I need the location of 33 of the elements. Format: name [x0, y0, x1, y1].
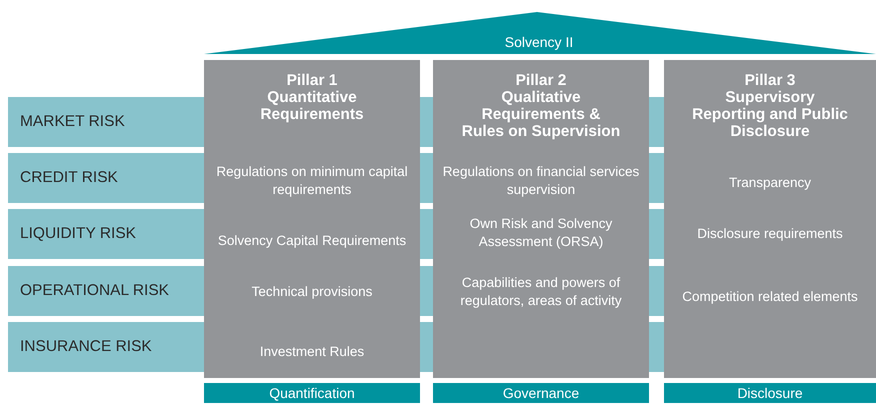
pillar-heading: Pillar 2	[514, 72, 568, 89]
pillar-item: Regulations on minimum capital requirements	[215, 163, 409, 199]
pillar-column	[664, 60, 876, 378]
pillar-item: Own Risk and Solvency Assessment (ORSA)	[468, 215, 614, 251]
pillar-heading: Quantitative Requirements	[259, 89, 365, 123]
pillar-item: Investment Rules	[258, 343, 366, 361]
pillar-column	[433, 60, 649, 378]
pillar-base: Governance	[433, 383, 649, 403]
risk-label: CREDIT RISK	[20, 169, 118, 187]
pillar-heading: Pillar 1	[286, 72, 338, 89]
risk-band	[8, 322, 204, 372]
pillar-heading: Qualitative Requirements & Rules on Supervision	[460, 89, 622, 140]
risk-label: MARKET RISK	[20, 113, 125, 131]
pillar-item: Solvency Capital Requirements	[216, 232, 408, 250]
risk-label: LIQUIDITY RISK	[20, 225, 136, 243]
risk-band	[8, 266, 204, 316]
pillar-heading: Pillar 3	[744, 72, 796, 89]
risk-label: OPERATIONAL RISK	[20, 282, 170, 300]
pillar-column	[204, 60, 420, 378]
pillar-item: Transparency	[728, 174, 812, 192]
risk-label: INSURANCE RISK	[20, 338, 152, 356]
pillar-item: Competition related elements	[681, 288, 859, 306]
roof-title: Solvency II	[504, 34, 574, 50]
pillar-item: Regulations on financial services supervision	[442, 163, 640, 199]
risk-band	[8, 153, 204, 203]
pillar-heading: Supervisory Reporting and Public Disclosure	[691, 89, 849, 140]
risk-band	[8, 97, 204, 147]
pillar-item: Technical provisions	[250, 283, 374, 301]
pillar-item: Capabilities and powers of regulators, areas of activity	[459, 274, 623, 310]
pillar-base: Quantification	[204, 383, 420, 403]
pillar-base: Disclosure	[664, 383, 876, 403]
risk-band	[8, 209, 204, 259]
pillar-item: Disclosure requirements	[696, 225, 844, 243]
